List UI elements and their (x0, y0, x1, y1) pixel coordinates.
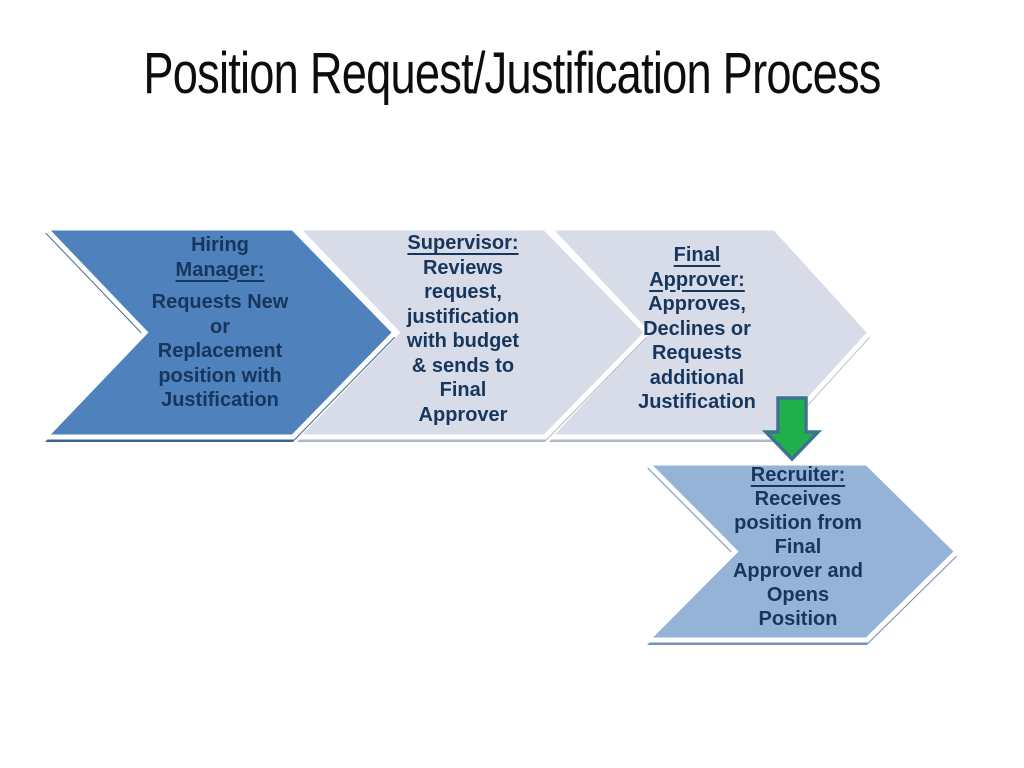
chevron-shape (640, 460, 961, 643)
page-title: Position Request/Justification Process (143, 41, 881, 106)
down-arrow-shape (761, 396, 823, 462)
chevron-shape (39, 225, 399, 440)
chevron-hiring-manager (39, 225, 399, 442)
chevron-final-approver (543, 225, 874, 442)
down-arrow-icon (761, 396, 823, 462)
chevron-recruiter (640, 460, 961, 645)
